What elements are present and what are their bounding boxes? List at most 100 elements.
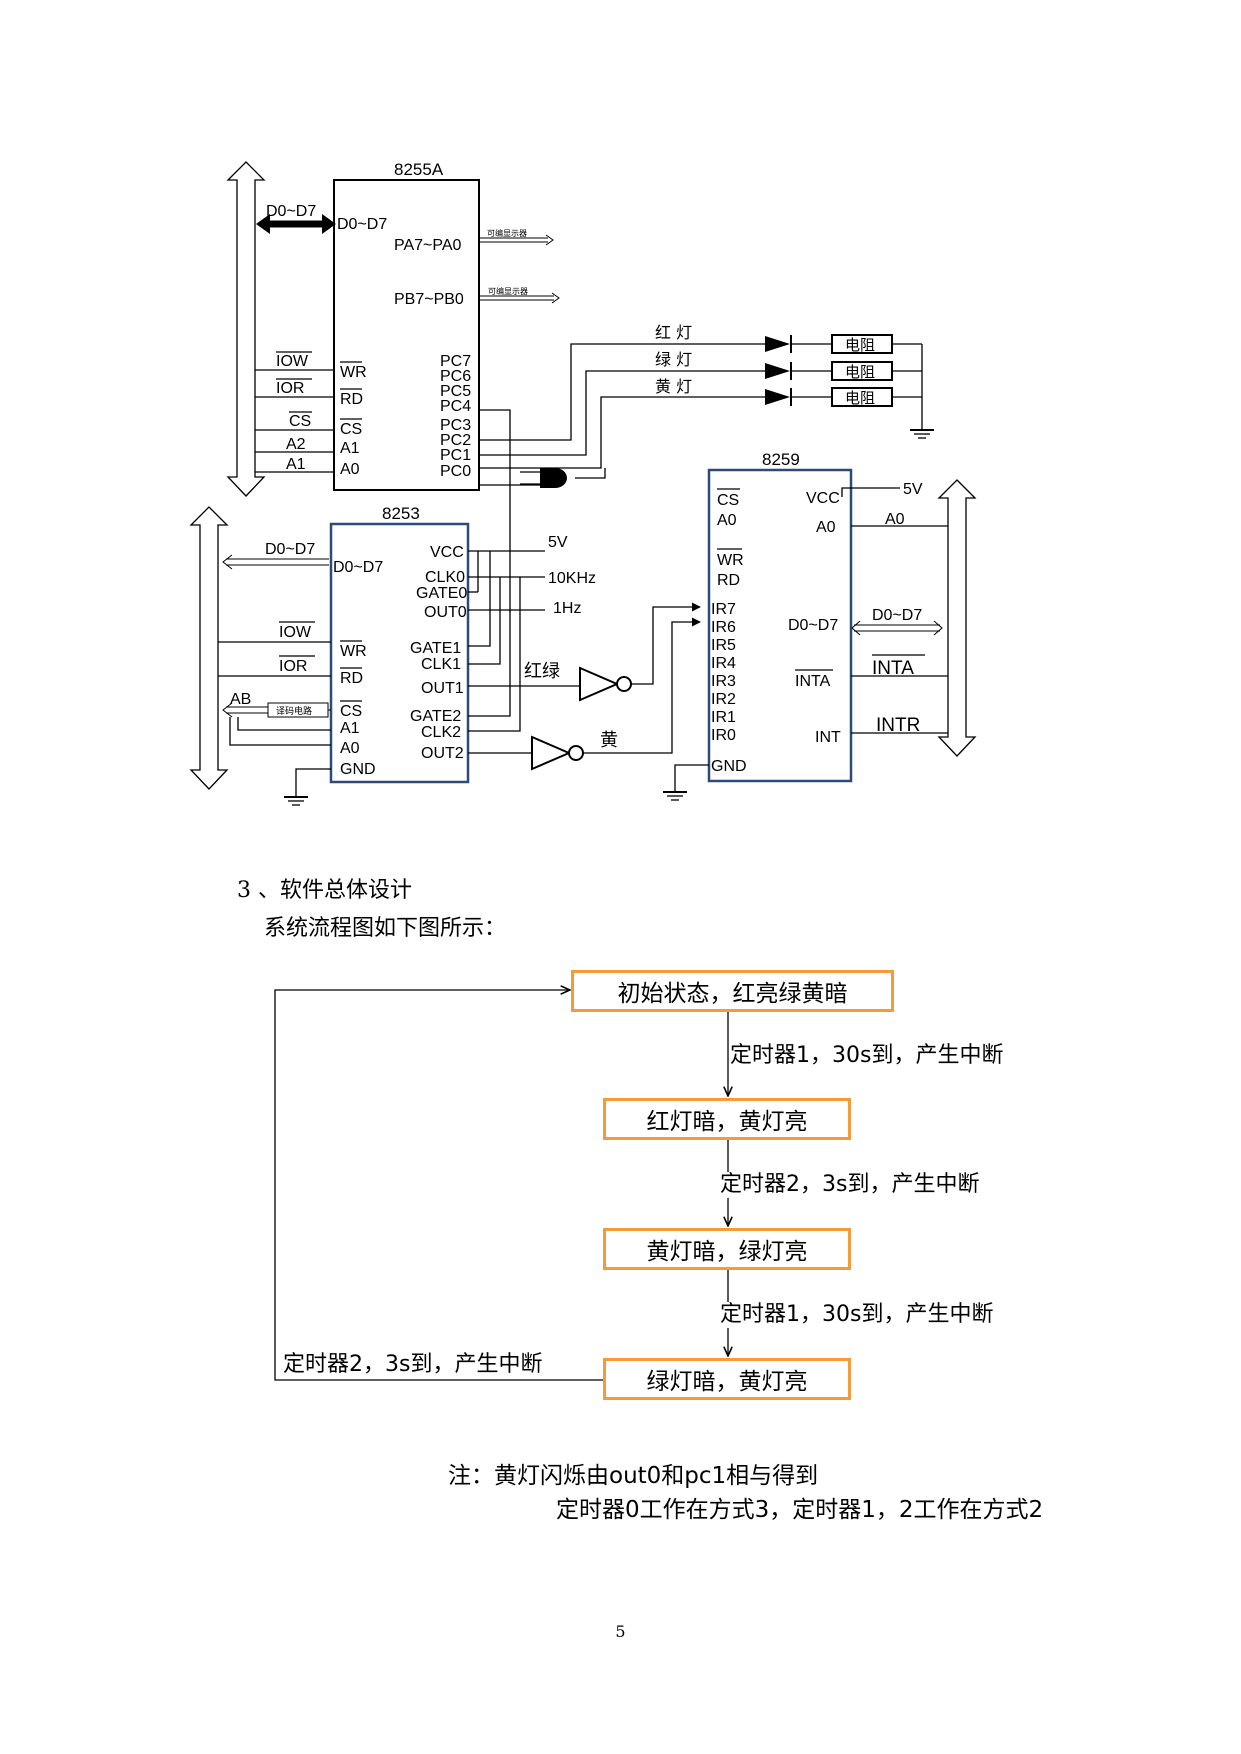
system-bus-mid [189,506,229,790]
pin-8255-pc4: PC4 [440,398,471,415]
chip-8259-title: 8259 [762,450,800,469]
flow-transition-1: 定时器1，30s到，产生中断 [730,1043,1004,1069]
pin-8253-out2: OUT2 [421,745,464,762]
pin-8253-clk1: CLK1 [421,656,461,673]
bus-ior-top: IOR [276,380,304,397]
pin-8259-a0: A0 [717,512,737,529]
pin-8259-gnd: GND [711,758,747,775]
page-number: 5 [615,1622,626,1641]
pin-8255-pc5: PC5 [440,383,471,400]
pin-8259-rd: RD [717,572,740,589]
ab-decoder-arrow [222,702,331,718]
lamp-label-yellow: 黄 灯 [655,377,692,396]
chip-8259-body [707,468,853,783]
bus-a2: A2 [286,436,306,453]
section-intro: 系统流程图如下图所示： [264,916,507,941]
lamp-row-yellow [765,387,922,407]
pin-8259-int: INT [815,729,841,746]
bus-a1: A1 [286,456,306,473]
pin-8253-clk0: CLK0 [425,569,465,586]
pin-8255-rd: RD [340,391,363,408]
pb-output-arrow [480,292,560,304]
pin-8255-pc3: PC3 [440,417,471,434]
pin-8259-ir0: IR0 [711,727,736,744]
pin-8253-wr: WR [340,643,367,660]
pin-8253-out0: OUT0 [424,604,467,621]
lamp-label-green: 绿 灯 [655,350,692,369]
pin-8255-wr: WR [340,364,367,381]
pb-note: 可编显示器 [488,286,528,296]
flow-box-red-off: 红灯暗，黄灯亮 [603,1098,851,1140]
system-bus-right [937,479,977,757]
pin-8259-d0d7: D0~D7 [788,617,838,634]
pic-wires [841,487,948,734]
bus-ab: AB [230,691,251,708]
pin-8253-gate2: GATE2 [410,708,461,725]
chip-8253-title: 8253 [382,504,420,523]
resistor-red: 电阻 [845,336,875,354]
ground-8253 [284,768,331,806]
pin-8253-d0d7: D0~D7 [333,559,383,576]
pin-8259-ir7: IR7 [711,601,736,618]
flow-box-initial: 初始状态，红亮绿黄暗 [571,970,894,1012]
decoder-label: 译码电路 [276,705,312,717]
pin-8259-inta: INTA [795,673,831,690]
pin-8255-pc6: PC6 [440,368,471,385]
pin-8259-ir6: IR6 [711,619,736,636]
pin-8259-ir1: IR1 [711,709,736,726]
signal-5v: 5V [548,534,568,551]
pin-8253-cs: CS [340,703,362,720]
flow-transition-3: 定时器1，30s到，产生中断 [720,1302,994,1328]
pa-output-arrow [480,234,554,246]
note-line-2: 定时器0工作在方式3，定时器1，2工作在方式2 [556,1497,1044,1523]
resistor-green: 电阻 [845,363,875,381]
pin-8253-gate1: GATE1 [410,640,461,657]
bus-cs-top: CS [289,413,311,430]
and-gate [520,468,567,488]
flow-box-green-off: 绿灯暗，黄灯亮 [603,1358,851,1400]
lamp-row-green [765,361,922,381]
pin-8259-ir4: IR4 [711,655,736,672]
lamp-label-red: 红 灯 [655,323,692,342]
pin-8255-pc7: PC7 [440,353,471,370]
pin-8253-vcc: VCC [430,544,464,561]
d0d7-bus-arrow-8259 [851,620,943,636]
pin-8255-d0d7: D0~D7 [337,216,387,233]
pin-8259-ir2: IR2 [711,691,736,708]
d0d7-bus-arrow-mid [222,554,329,570]
pin-8253-out1: OUT1 [421,680,464,697]
circuit-diagram: 8255A D0~D7 D0~D7 WR RD CS A1 A0 IOW IOR… [189,160,977,806]
pin-8253-gnd: GND [340,761,376,778]
signal-10khz: 10KHz [548,570,596,587]
pin-8255-pa: PA7~PA0 [394,237,462,254]
ground-8259 [663,764,709,801]
flow-transition-2: 定时器2，3s到，产生中断 [720,1172,980,1198]
bus-d0d7-mid: D0~D7 [265,541,315,558]
pin-8253-clk2: CLK2 [421,724,461,741]
signal-a0-8259: A0 [885,511,905,528]
chip-8255-title: 8255A [394,160,444,179]
signal-5v-8259: 5V [903,481,923,498]
pin-8255-pc2: PC2 [440,432,471,449]
pin-8253-gate0: GATE0 [416,585,467,602]
not-gate-yellow [531,617,701,771]
pin-8255-pc0: PC0 [440,463,471,480]
signal-yellow: 黄 [600,730,618,751]
timer-wires [468,550,580,754]
pin-8259-cs: CS [717,492,739,509]
pin-8259-vcc: VCC [806,490,840,507]
signal-d0d7-8259: D0~D7 [872,607,922,624]
flow-box-yellow-off: 黄灯暗，绿灯亮 [603,1228,851,1270]
system-bus-top [226,161,266,497]
pin-8255-a0: A0 [340,461,360,478]
bus-d0d7-top: D0~D7 [266,203,316,220]
section-heading: 3 、软件总体设计 [237,878,412,903]
pa-note: 可编显示器 [487,228,527,238]
pin-8259-wr: WR [717,552,744,569]
pin-8259-ir3: IR3 [711,673,736,690]
lamp-ground [910,344,934,439]
chip-8253-body [329,522,470,784]
d0d7-bus-arrow-top [256,214,336,234]
pin-8255-pc1: PC1 [440,447,471,464]
